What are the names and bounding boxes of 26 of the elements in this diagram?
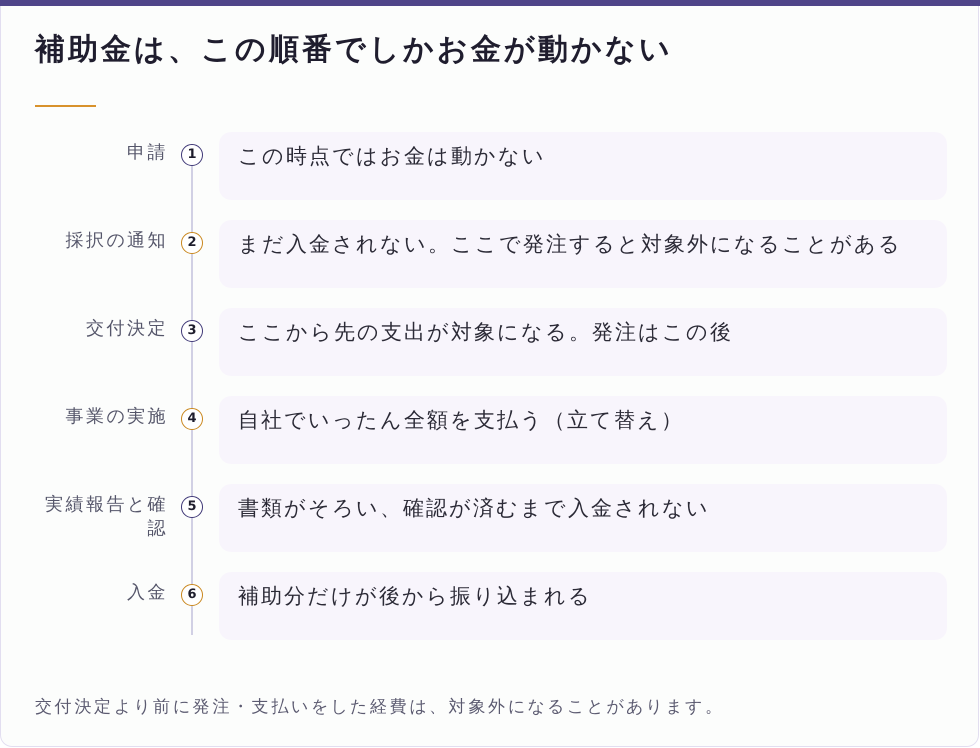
step-number-circle: 2 bbox=[181, 232, 203, 254]
timeline-line bbox=[191, 518, 193, 584]
step-label: 交付決定 bbox=[85, 317, 168, 341]
step-label: 入金 bbox=[126, 581, 168, 605]
step-description-box: ここから先の支出が対象になる。発注はこの後 bbox=[219, 308, 947, 376]
step-description-box: 補助分だけが後から振り込まれる bbox=[219, 572, 947, 640]
step-description-box: 自社でいったん全額を支払う（立て替え） bbox=[219, 396, 947, 464]
timeline-line bbox=[191, 430, 193, 496]
step-description-box: まだ入金されない。ここで発注すると対象外になることがある bbox=[219, 220, 947, 288]
title: 補助金は、この順番でしかお金が動かない bbox=[35, 31, 673, 69]
timeline-line bbox=[191, 166, 193, 232]
step-label: 実績報告と確認 bbox=[44, 493, 168, 541]
step-number-circle: 1 bbox=[181, 144, 203, 166]
timeline-line bbox=[191, 342, 193, 408]
step-label: 事業の実施 bbox=[64, 405, 168, 429]
step-description-box: この時点ではお金は動かない bbox=[219, 132, 947, 200]
step-number-circle: 6 bbox=[181, 584, 203, 606]
timeline-line bbox=[191, 254, 193, 320]
footnote: 交付決定より前に発注・支払いをした経費は、対象外になることがあります。 bbox=[35, 696, 724, 719]
step-label: 採択の通知 bbox=[64, 229, 168, 253]
step-description-box: 書類がそろい、確認が済むまで入金されない bbox=[219, 484, 947, 552]
step-number-circle: 4 bbox=[181, 408, 203, 430]
step-label: 申請 bbox=[126, 141, 168, 165]
step-number-circle: 5 bbox=[181, 496, 203, 518]
step-number-circle: 3 bbox=[181, 320, 203, 342]
timeline-line bbox=[191, 606, 193, 635]
